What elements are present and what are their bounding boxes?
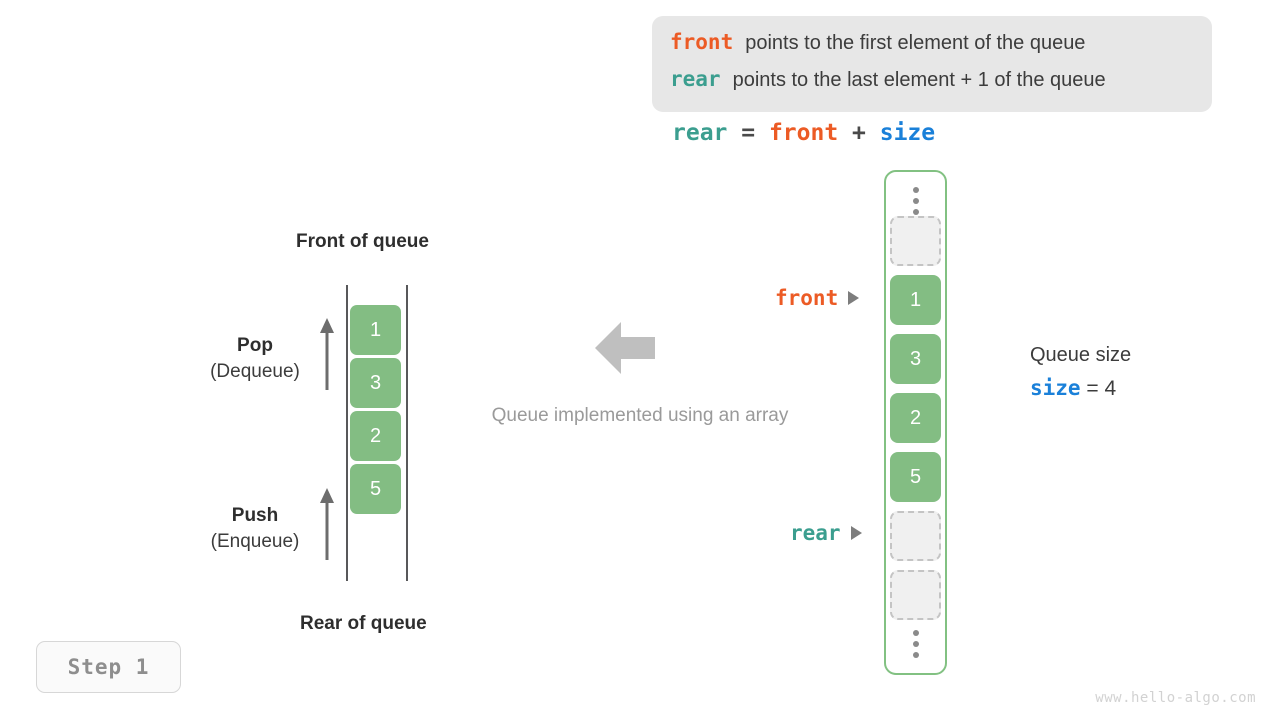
pop-subtitle: (Dequeue) bbox=[210, 361, 300, 382]
legend-keyword-rear: rear bbox=[670, 67, 721, 91]
array-cell: 2 bbox=[890, 393, 941, 443]
push-title: Push bbox=[231, 505, 279, 526]
array-cell bbox=[890, 570, 941, 620]
queue-cell: 2 bbox=[350, 411, 401, 461]
legend-row-front: front points to the first element of the… bbox=[670, 30, 1194, 67]
queue-size-expression: size = 4 bbox=[1030, 376, 1131, 401]
array-cell: 3 bbox=[890, 334, 941, 384]
queue-rail-left bbox=[346, 285, 348, 581]
queue-cell-value: 3 bbox=[369, 371, 382, 394]
array-cell-value: 3 bbox=[909, 347, 922, 370]
legend-text-front: points to the first element of the queue bbox=[745, 32, 1086, 54]
queue-cell: 3 bbox=[350, 358, 401, 408]
pop-up-arrow-icon bbox=[316, 316, 338, 397]
pop-operation-label: Pop (Dequeue) bbox=[195, 335, 315, 383]
legend-box: front points to the first element of the… bbox=[652, 16, 1212, 112]
array-cell: 1 bbox=[890, 275, 941, 325]
legend-keyword-front: front bbox=[670, 30, 734, 54]
rear-pointer: rear bbox=[790, 521, 862, 545]
watermark: www.hello-algo.com bbox=[1095, 690, 1256, 706]
queue-cell-value: 1 bbox=[369, 318, 382, 341]
front-pointer: front bbox=[775, 286, 860, 310]
legend-text-rear: points to the last element + 1 of the qu… bbox=[732, 69, 1106, 91]
formula-term-front: front bbox=[768, 120, 839, 146]
array-cell bbox=[890, 511, 941, 561]
formula-term-rear: rear bbox=[672, 120, 728, 146]
array-cell-value: 5 bbox=[909, 465, 922, 488]
array-cell-value: 1 bbox=[909, 288, 922, 311]
front-pointer-label: front bbox=[775, 286, 839, 310]
rear-pointer-label: rear bbox=[790, 521, 841, 545]
push-up-arrow-icon bbox=[316, 486, 338, 567]
array-cell: 5 bbox=[890, 452, 941, 502]
queue-cell-value: 5 bbox=[369, 477, 382, 500]
formula-equals: = bbox=[727, 120, 769, 146]
queue-cell: 5 bbox=[350, 464, 401, 514]
size-value: = 4 bbox=[1080, 377, 1117, 400]
formula-term-size: size bbox=[879, 120, 936, 146]
step-badge: Step 1 bbox=[36, 641, 181, 693]
queue-size-title: Queue size bbox=[1030, 344, 1132, 366]
arrowhead-right-icon bbox=[848, 291, 860, 305]
center-caption: Queue implemented using an array bbox=[491, 405, 789, 426]
formula-rear-equals-front-plus-size: rear = front + size bbox=[672, 120, 935, 146]
formula-plus: + bbox=[838, 120, 880, 146]
legend-row-rear: rear points to the last element + 1 of t… bbox=[670, 67, 1194, 104]
left-arrow-icon bbox=[595, 320, 655, 381]
queue-cell: 1 bbox=[350, 305, 401, 355]
pop-title: Pop bbox=[237, 335, 273, 356]
arrowhead-right-icon bbox=[850, 526, 862, 540]
array-container: 1 3 2 5 bbox=[884, 170, 947, 675]
vertical-dots-icon-top bbox=[912, 187, 919, 215]
size-keyword: size bbox=[1030, 376, 1081, 400]
queue-rail-right bbox=[406, 285, 408, 581]
vertical-dots-icon-bottom bbox=[912, 630, 919, 658]
push-operation-label: Push (Enqueue) bbox=[195, 505, 315, 553]
front-of-queue-label: Front of queue bbox=[296, 231, 429, 252]
push-subtitle: (Enqueue) bbox=[210, 531, 300, 552]
queue-size-annotation: Queue size size = 4 bbox=[1030, 344, 1131, 401]
rear-of-queue-label: Rear of queue bbox=[300, 613, 427, 634]
array-cell-value: 2 bbox=[909, 406, 922, 429]
queue-cell-value: 2 bbox=[369, 424, 382, 447]
array-cell bbox=[890, 216, 941, 266]
